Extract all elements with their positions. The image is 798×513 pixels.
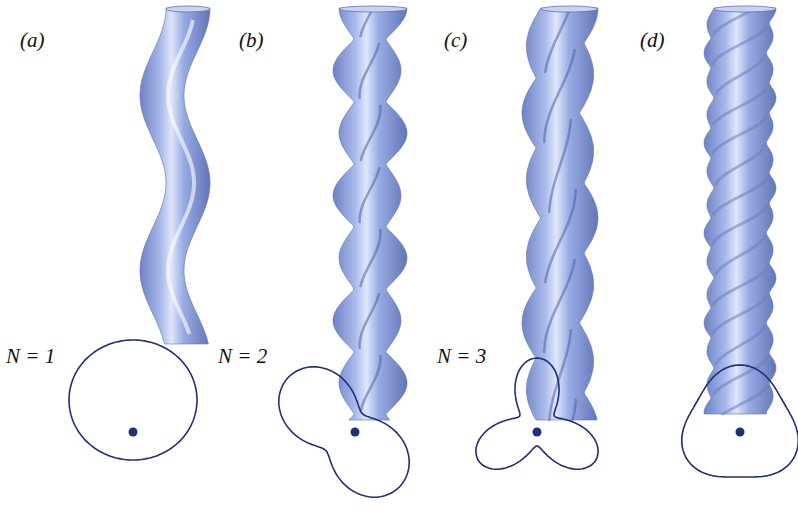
groove-line	[716, 236, 765, 274]
groove-line	[361, 230, 381, 286]
groove-line	[714, 266, 768, 304]
axis-dot	[736, 428, 745, 437]
cross-section	[476, 358, 598, 469]
tube-opening	[714, 6, 776, 12]
groove-line	[544, 50, 574, 142]
axis-dot	[351, 428, 360, 437]
tube-opening	[166, 6, 210, 12]
groove-line	[544, 260, 574, 352]
groove-line	[360, 168, 380, 222]
highlight-line	[168, 20, 194, 334]
axis-dot	[129, 428, 138, 437]
groove-line	[549, 120, 571, 212]
groove-line	[716, 326, 765, 364]
tube-opening	[339, 6, 407, 12]
groove-line	[716, 56, 765, 94]
panel-label: (a)	[20, 30, 45, 51]
groove-line	[549, 330, 571, 420]
lobe-count: N = 2	[218, 346, 267, 367]
twisted-tube	[704, 8, 776, 414]
groove-line	[361, 356, 381, 410]
groove-line	[713, 116, 767, 154]
twisted-tube	[333, 8, 407, 420]
lobe-count: N = 3	[437, 346, 486, 367]
groove-line	[714, 86, 768, 124]
cross-section	[279, 367, 409, 497]
groove-line	[716, 146, 765, 184]
panel-label: (d)	[640, 30, 665, 51]
groove-line	[723, 386, 767, 414]
groove-line	[545, 8, 570, 72]
groove-line	[360, 44, 379, 98]
twisted-tube	[140, 8, 210, 344]
panel-label: (c)	[444, 30, 467, 51]
panel-label: (b)	[239, 30, 264, 51]
groove-line	[361, 106, 381, 160]
groove-line	[360, 294, 379, 348]
axis-dot	[533, 428, 542, 437]
groove-line	[714, 176, 768, 214]
groove-line	[573, 400, 576, 420]
groove-line	[714, 356, 768, 394]
cross-section	[682, 365, 798, 477]
groove-line	[713, 26, 767, 64]
tube-opening	[541, 6, 598, 12]
groove-line	[713, 206, 767, 244]
lobe-count: N = 1	[6, 346, 55, 367]
cross-section	[69, 340, 197, 460]
groove-line	[713, 296, 767, 334]
